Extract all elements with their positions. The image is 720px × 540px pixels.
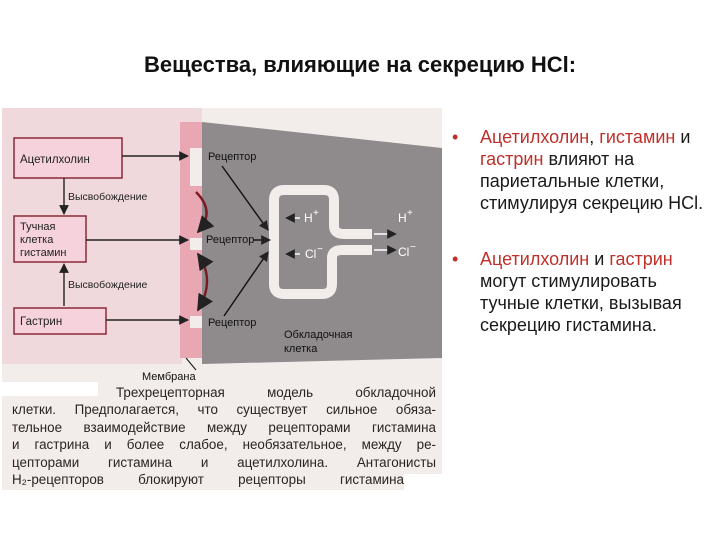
ion-cl-outside-charge: − <box>410 242 416 253</box>
release-label-1: Высвобождение <box>68 191 147 203</box>
bullet-item-2: • Ацетилхолин и гастрин могут стимулиров… <box>452 248 714 336</box>
mast-cell-label-1: Тучная <box>20 221 56 233</box>
highlighted-term: гистамин <box>599 127 676 147</box>
mast-cell-box <box>13 215 87 263</box>
parietal-cell-body <box>202 122 442 364</box>
diagram-svg: Ацетилхолин Тучная клетка гистамин Гастр… <box>2 108 442 490</box>
ion-cl-inside: Cl <box>305 247 316 261</box>
membrane-label: Мембрана <box>142 371 196 383</box>
mast-cell-label-2: клетка <box>20 234 54 246</box>
caption-line-5: цепторами гистамина и ацетилхолина. Анта… <box>12 454 436 470</box>
bullet-marker-1: • <box>452 127 459 147</box>
bullet-text-run: и <box>589 249 610 269</box>
receptor-pocket-2 <box>190 238 202 250</box>
release-label-2: Высвобождение <box>68 279 147 291</box>
acetylcholine-box <box>13 137 123 179</box>
gastrin-box <box>13 307 107 335</box>
ion-cl-inside-charge: − <box>317 244 323 255</box>
bullet-text-run: влияют на париетальные клетки, стимулиру… <box>480 149 704 213</box>
mast-cell-label-3: гистамин <box>20 247 66 259</box>
ion-h-outside: H <box>398 211 407 225</box>
signal-arrow-1 <box>221 165 269 231</box>
receptor-pocket-1 <box>190 148 202 186</box>
acetylcholine-label: Ацетилхолин <box>20 154 90 166</box>
parietal-cell-figure: Ацетилхолин Тучная клетка гистамин Гастр… <box>2 108 442 490</box>
ion-h-inside-charge: + <box>313 208 319 219</box>
interaction-arrow-2 <box>196 252 214 312</box>
slide-title: Вещества, влияющие на секрецию HCl: <box>143 52 577 77</box>
caption-line-6: H₂-рецепторов блокируют рецепторы гистам… <box>12 472 404 488</box>
bullet-list: • Ацетилхолин, гистамин и гастрин влияют… <box>452 126 714 370</box>
caption-line-4: и гастрина и более слабое, необязательно… <box>12 437 436 453</box>
bullet-marker-2: • <box>452 249 459 269</box>
bullet-text-run: , <box>589 127 600 147</box>
gastrin-label: Гастрин <box>20 316 62 328</box>
highlighted-term: гастрин <box>480 149 544 169</box>
bullet-text-2: Ацетилхолин и гастрин могут стимулироват… <box>480 249 682 335</box>
membrane-pointer <box>185 357 197 371</box>
bullet-text-run: могут стимулировать тучные клетки, вызыв… <box>480 271 682 335</box>
ion-h-outside-charge: + <box>407 208 413 219</box>
receptor-label-1: Рецептор <box>208 151 256 163</box>
receptor-label-3: Рецептор <box>208 317 256 329</box>
highlighted-term: Ацетилхолин <box>480 249 590 269</box>
canaliculus-top <box>269 185 372 239</box>
bullet-item-1: • Ацетилхолин, гистамин и гастрин влияют… <box>452 126 714 214</box>
ion-cl-outside: Cl <box>398 245 409 259</box>
highlighted-term: гастрин <box>609 249 673 269</box>
signal-arrow-3 <box>223 251 269 317</box>
caption-mask-bottom <box>404 474 442 490</box>
highlighted-term: Ацетилхолин <box>480 127 590 147</box>
caption-line-2: клетки. Предполагается, что существует с… <box>12 402 436 418</box>
interaction-arrow-1 <box>195 191 215 234</box>
parietal-cell-label-2: клетка <box>284 343 318 355</box>
caption-mask-top <box>2 382 98 396</box>
figure-caption: Трехрецепторная модель обкладочной клетк… <box>12 384 436 488</box>
caption-line-3: тельное взаимодействие между рецепторами… <box>12 419 436 435</box>
receptor-pocket-3 <box>190 316 202 328</box>
ion-h-inside: H <box>304 211 313 225</box>
bullet-text-run: и <box>675 127 691 147</box>
parietal-cell-label-1: Обкладочная <box>284 329 353 341</box>
caption-line-1: Трехрецепторная модель обкладочной <box>116 385 436 400</box>
receptor-label-2: Рецептор <box>206 234 254 246</box>
bullet-text-1: Ацетилхолин, гистамин и гастрин влияют н… <box>480 127 703 213</box>
canaliculus-bottom <box>269 232 372 299</box>
